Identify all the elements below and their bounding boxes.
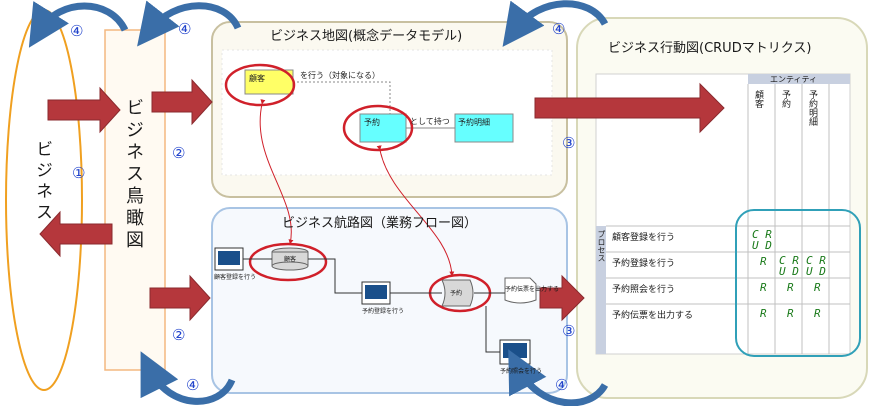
flow-store-reservation xyxy=(441,279,474,307)
blue-arrow-bottom-right xyxy=(508,349,609,406)
number-2-lower: ② xyxy=(172,326,186,344)
entity-reservation-label: 予約 xyxy=(364,118,380,127)
blue-arrow-top-left xyxy=(28,1,129,48)
crud-cell: C R U D xyxy=(806,254,826,278)
crud-process-0: 顧客登録を行う xyxy=(612,233,676,243)
number-4-top-mid: ④ xyxy=(178,20,192,38)
arrow-route-to-action xyxy=(539,274,585,322)
crud-entity-customer: 顧客 xyxy=(753,90,763,108)
crud-entity-header-bar xyxy=(748,74,850,84)
arrow-birdseye-to-route xyxy=(149,274,211,322)
blue-arrow-top-mid xyxy=(137,0,242,47)
crud-entity-detail: 予約明細 xyxy=(807,90,817,126)
number-3-upper: ③ xyxy=(562,134,576,152)
number-4-top-left: ④ xyxy=(70,22,84,40)
flow-edge xyxy=(485,306,500,353)
map-canvas xyxy=(221,49,553,176)
crud-highlight-circle xyxy=(735,209,861,357)
number-3-lower: ③ xyxy=(562,322,576,340)
flow-screen-register-display xyxy=(218,251,240,265)
arrow-birdseye-to-business xyxy=(39,210,113,258)
entity-customer xyxy=(244,69,294,95)
highlight-customer xyxy=(224,63,296,107)
blue-arrow-top-right xyxy=(502,0,609,47)
action-title: ビジネス行動図(CRUDマトリクス) xyxy=(608,41,812,56)
link-reservation xyxy=(376,145,455,277)
crud-cell: R xyxy=(814,281,821,294)
link-customer xyxy=(259,99,294,245)
crud-process-3: 予約伝票を出力する xyxy=(612,311,694,321)
entity-reservation xyxy=(359,113,407,143)
crud-matrix-frame xyxy=(595,73,851,355)
flow-label-register: 顧客登録を行う xyxy=(214,274,257,281)
arrow-birdseye-to-map xyxy=(151,78,213,126)
crud-cell: R xyxy=(787,307,794,320)
flow-edge xyxy=(308,258,362,294)
arrow-map-to-action xyxy=(534,82,725,134)
flow-db-customer-bottom xyxy=(271,261,309,271)
business-label: ビジネス xyxy=(32,140,52,224)
crud-cell: C R U D xyxy=(752,228,772,252)
crud-entity-header: エンティティ xyxy=(770,75,818,84)
number-4-bottom-right: ④ xyxy=(555,376,569,394)
number-4-top-right: ④ xyxy=(552,20,566,38)
flow-screen-inquiry-display xyxy=(503,343,527,358)
crud-cell: R xyxy=(760,281,767,294)
flow-label-customer-db: 顧客 xyxy=(284,256,297,263)
crud-cell: R xyxy=(760,255,767,268)
birds-eye-label: ビジネス鳥瞰図 xyxy=(123,98,144,252)
crud-process-1: 予約登録を行う xyxy=(612,259,676,269)
number-4-bottom-left: ④ xyxy=(186,376,200,394)
number-2-upper: ② xyxy=(172,144,186,162)
crud-process-header-bar xyxy=(596,226,606,354)
flow-label-inquiry: 予約照会を行う xyxy=(500,368,543,375)
relation-line-1 xyxy=(293,81,391,114)
flow-label-slip: 予約伝票を出力する xyxy=(505,286,560,293)
crud-process-header: プロセス xyxy=(597,230,606,262)
entity-detail-label: 予約明細 xyxy=(458,118,490,127)
relation-label-2: として持つ xyxy=(410,117,450,126)
crud-cell: R xyxy=(814,307,821,320)
map-title: ビジネス地図(概念データモデル) xyxy=(270,29,463,44)
crud-cell: R xyxy=(760,307,767,320)
birds-eye-panel xyxy=(104,29,166,371)
route-title: ビジネス航路図（業務フロー図） xyxy=(282,216,478,231)
relation-label-1: を行う（対象になる） xyxy=(300,71,380,80)
number-1: ① xyxy=(72,164,86,182)
flow-label-reserve: 予約登録を行う xyxy=(362,308,405,315)
flow-label-reservation-store: 予約 xyxy=(450,290,463,297)
flow-document-slip xyxy=(504,277,537,304)
blue-arrow-bottom-left xyxy=(140,351,236,405)
arrow-business-to-birdseye xyxy=(47,86,121,134)
crud-process-2: 予約照会を行う xyxy=(612,285,676,295)
crud-entity-reservation: 予約 xyxy=(780,90,790,108)
crud-cell: R xyxy=(787,281,794,294)
entity-customer-label: 顧客 xyxy=(249,74,265,83)
flow-screen-reserve-display xyxy=(365,285,387,299)
crud-cell: C R U D xyxy=(779,254,799,278)
